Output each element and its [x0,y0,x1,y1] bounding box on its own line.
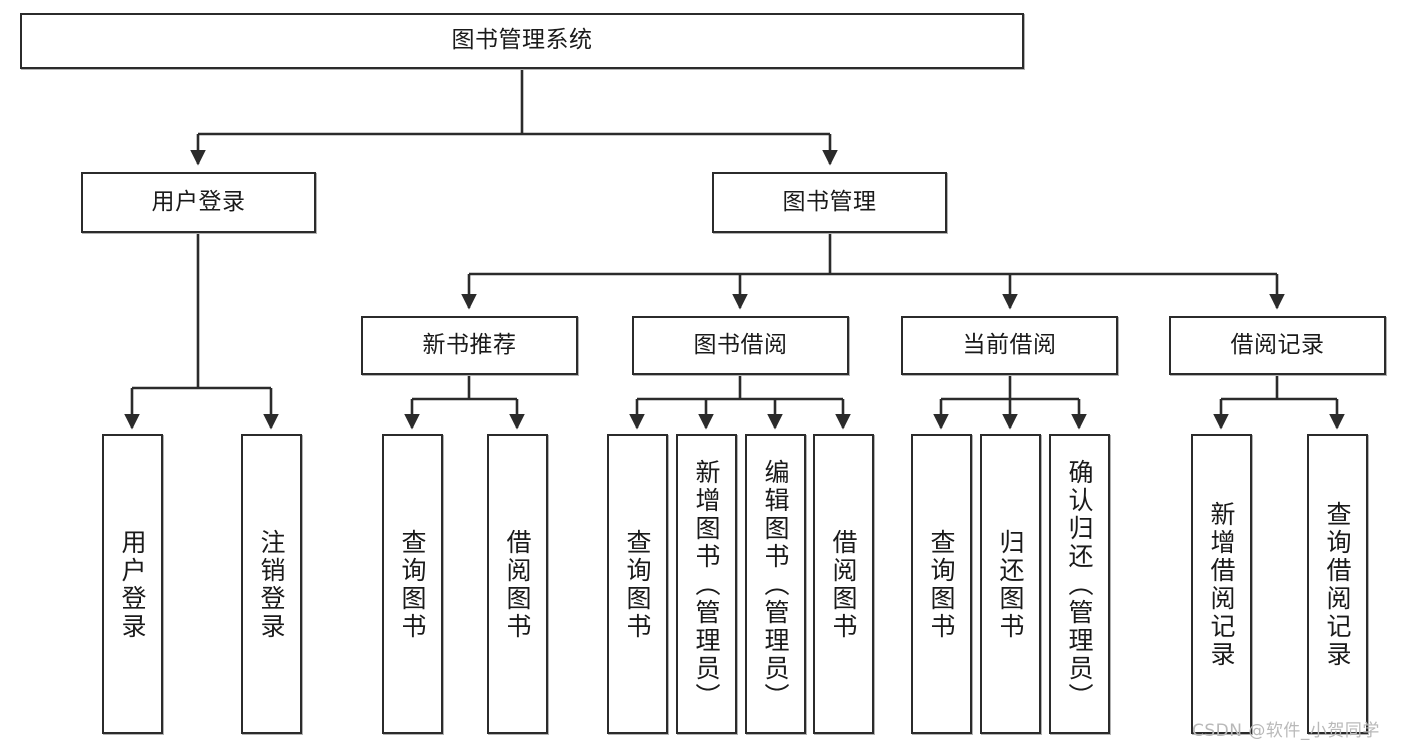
node-leaf-borrow-book-1-label: 借阅图书 [503,529,532,641]
node-leaf-return-book[interactable]: 归还图书 [980,434,1041,734]
node-root[interactable]: 图书管理系统 [20,13,1024,69]
node-leaf-user-login-label: 用户登录 [118,529,147,641]
node-leaf-confirm-return-label: 确认归还（管理员） [1065,459,1094,711]
node-leaf-edit-book-label: 编辑图书（管理员） [761,459,790,711]
node-leaf-query-book-3-label: 查询图书 [927,529,956,641]
node-current-borrow[interactable]: 当前借阅 [901,316,1118,375]
node-leaf-add-book-label: 新增图书（管理员） [692,459,721,711]
node-leaf-user-login[interactable]: 用户登录 [102,434,163,734]
node-leaf-logout-label: 注销登录 [257,529,286,641]
node-borrow-record-label: 借阅记录 [1230,331,1325,358]
node-borrow-record[interactable]: 借阅记录 [1169,316,1386,375]
node-new-book-rec[interactable]: 新书推荐 [361,316,578,375]
node-leaf-borrow-book-2[interactable]: 借阅图书 [813,434,874,734]
node-leaf-query-book-1-label: 查询图书 [398,529,427,641]
csdn-watermark: CSDN @软件_小贺同学 [1192,721,1380,741]
node-book-manage[interactable]: 图书管理 [712,172,947,233]
node-user-login[interactable]: 用户登录 [81,172,316,233]
node-leaf-confirm-return[interactable]: 确认归还（管理员） [1049,434,1110,734]
node-new-book-rec-label: 新书推荐 [422,331,517,358]
node-leaf-return-book-label: 归还图书 [996,529,1025,641]
node-leaf-logout[interactable]: 注销登录 [241,434,302,734]
node-leaf-query-record[interactable]: 查询借阅记录 [1307,434,1368,734]
node-leaf-add-book[interactable]: 新增图书（管理员） [676,434,737,734]
node-leaf-query-book-1[interactable]: 查询图书 [382,434,443,734]
node-leaf-query-book-2[interactable]: 查询图书 [607,434,668,734]
node-leaf-query-record-label: 查询借阅记录 [1323,501,1352,669]
node-book-manage-label: 图书管理 [782,188,877,215]
node-current-borrow-label: 当前借阅 [962,331,1057,358]
node-leaf-add-record[interactable]: 新增借阅记录 [1191,434,1252,734]
node-leaf-edit-book[interactable]: 编辑图书（管理员） [745,434,806,734]
node-root-label: 图书管理系统 [451,27,593,54]
node-leaf-add-record-label: 新增借阅记录 [1207,501,1236,669]
node-leaf-borrow-book-1[interactable]: 借阅图书 [487,434,548,734]
node-book-borrow[interactable]: 图书借阅 [632,316,849,375]
node-leaf-query-book-2-label: 查询图书 [623,529,652,641]
node-leaf-borrow-book-2-label: 借阅图书 [829,529,858,641]
node-book-borrow-label: 图书借阅 [693,331,788,358]
node-user-login-label: 用户登录 [151,188,246,215]
node-leaf-query-book-3[interactable]: 查询图书 [911,434,972,734]
